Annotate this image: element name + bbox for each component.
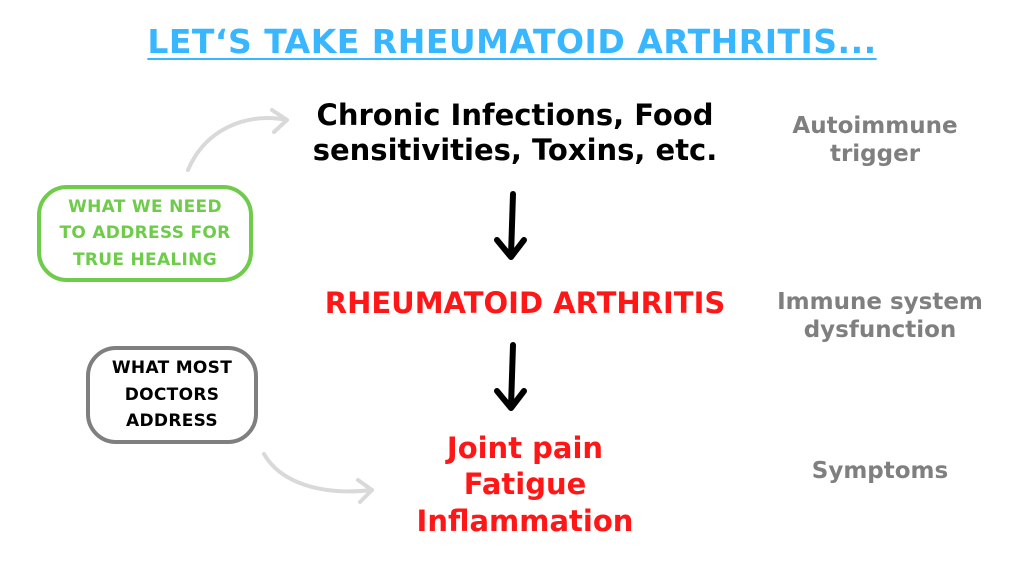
trigger-line: Chronic Infections, Food: [316, 98, 714, 132]
true-healing-box: WHAT WE NEED TO ADDRESS FOR TRUE HEALING: [37, 185, 253, 282]
symptoms-list: Joint pain Fatigue Inflammation: [340, 430, 710, 539]
box-line: TRUE HEALING: [73, 249, 217, 270]
box-line: TO ADDRESS FOR: [59, 223, 231, 244]
label-line: Immune system: [777, 289, 983, 315]
down-arrow-icon: [494, 342, 527, 411]
label-symptoms: Symptoms: [811, 458, 949, 484]
label-line: trigger: [829, 140, 921, 167]
box-line: WHAT MOST: [111, 358, 233, 379]
down-arrow-icon: [494, 191, 527, 260]
box-line: DOCTORS: [124, 384, 220, 405]
symptom-item: Joint pain: [446, 431, 604, 465]
symptom-item: Inflammation: [416, 503, 634, 538]
disease-name: RHEUMATOID ARTHRITIS: [324, 286, 726, 320]
label-immune-dysfunction: Immune system dysfunction: [760, 289, 1000, 344]
label-line: dysfunction: [803, 316, 957, 343]
label-line: Autoimmune: [792, 113, 958, 139]
autoimmune-trigger-text: Chronic Infections, Food sensitivities, …: [280, 98, 750, 169]
page-title: LET‘S TAKE RHEUMATOID ARTHRITIS...: [147, 22, 877, 61]
doctors-address-box: WHAT MOST DOCTORS ADDRESS: [86, 346, 258, 444]
label-autoimmune-trigger: Autoimmune trigger: [770, 113, 980, 168]
curved-arrow-icon: [186, 108, 289, 172]
trigger-line: sensitivities, Toxins, etc.: [312, 133, 718, 168]
symptom-item: Fatigue: [463, 467, 587, 502]
box-line: ADDRESS: [126, 411, 218, 432]
box-line: WHAT WE NEED: [68, 196, 222, 217]
